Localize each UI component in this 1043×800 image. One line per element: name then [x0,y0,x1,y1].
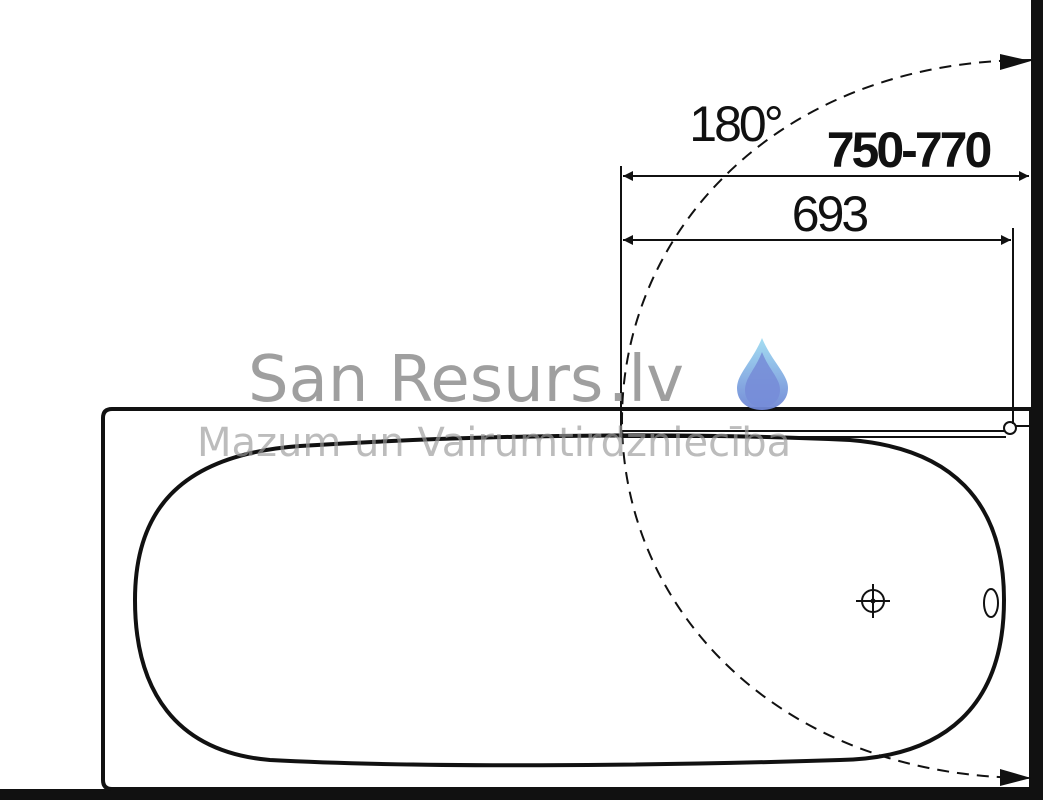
inner-dimension-label: 693 [792,186,868,242]
overflow-icon [983,588,999,618]
hinge-icon [1003,421,1017,435]
floor-line [0,789,1043,800]
water-drop-icon [737,338,788,410]
angle-label: 180° [689,96,780,152]
swing-arrow-bottom-icon [1000,769,1031,786]
drain-icon [856,584,890,618]
watermark-tagline: Mazum un Vairumtirdzniecība [197,420,791,466]
watermark: San Resurs .lv Mazum un Vairumtirdzniecī… [197,338,791,466]
wall-line [1031,0,1043,800]
watermark-brand: San Resurs [248,343,603,417]
bathtub-rim [101,407,1033,791]
outer-dimension-label: 750-770 [827,122,991,178]
watermark-domain: .lv [608,343,684,417]
swing-arrow-top-icon [1000,54,1031,70]
